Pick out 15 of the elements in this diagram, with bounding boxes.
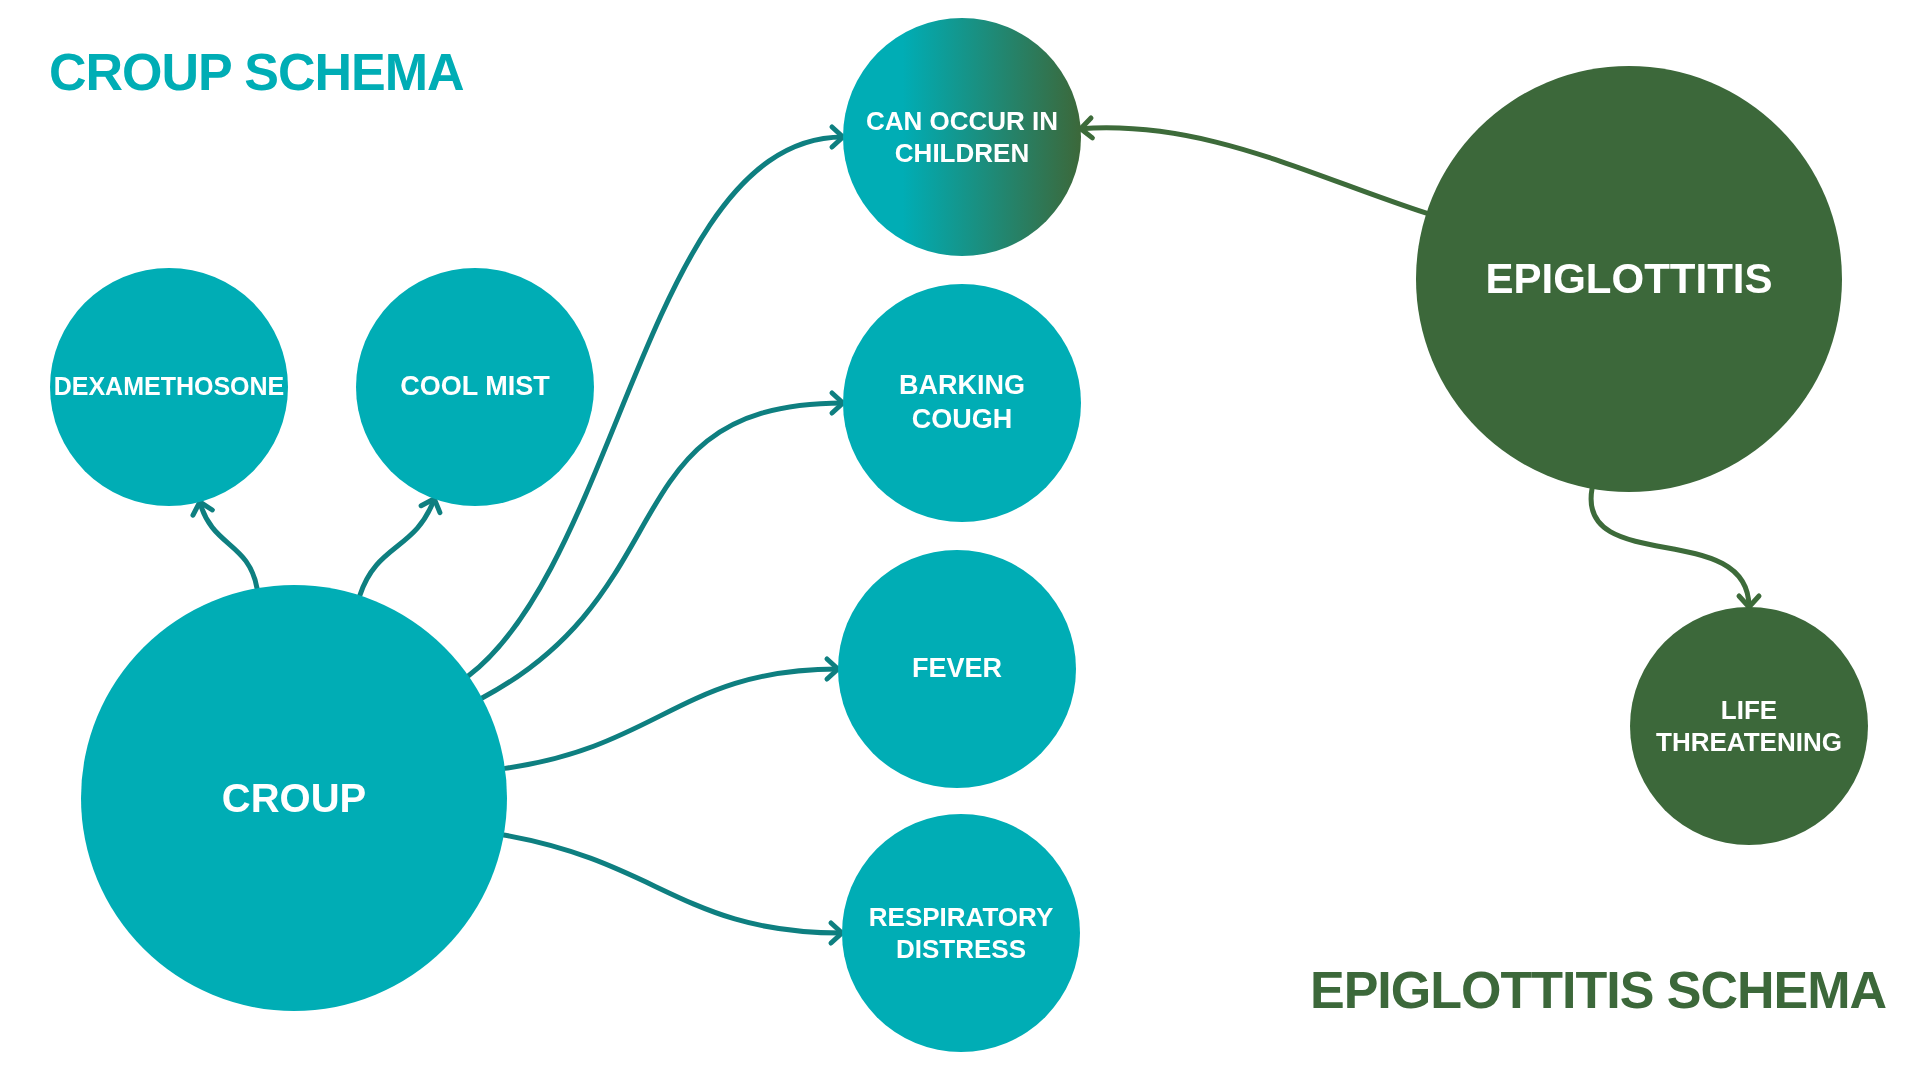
arrow [1078, 115, 1429, 216]
node-label: BARKING COUGH [898, 369, 1026, 436]
node-label: RESPIRATORY DISTRESS [867, 900, 1055, 966]
node-label: COOL MIST [400, 370, 550, 404]
schema-heading: CROUP SCHEMA [49, 42, 464, 102]
node-label: FEVER [912, 652, 1002, 686]
schema-heading: EPIGLOTTITIS SCHEMA [1310, 960, 1887, 1020]
arrow [191, 499, 260, 591]
node-label: CROUP [221, 775, 367, 822]
node-label: LIFE THREATENING [1655, 693, 1843, 759]
node-label: DEXAMETHOSONE [53, 371, 285, 403]
arrow [357, 496, 442, 598]
arrow [1589, 486, 1760, 610]
node-label: CAN OCCUR IN CHILDREN [864, 104, 1060, 170]
node-label: EPIGLOTTITIS [1485, 253, 1773, 304]
